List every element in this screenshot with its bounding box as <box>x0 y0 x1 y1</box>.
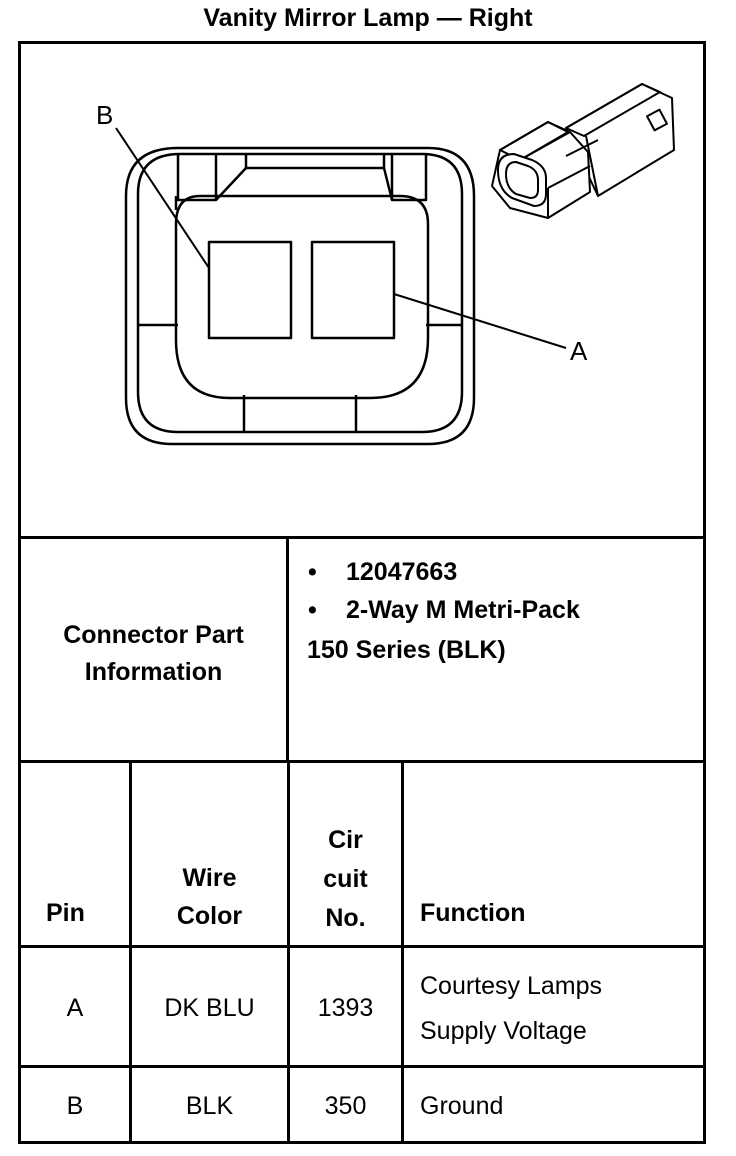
callout-label-a: A <box>570 336 588 366</box>
bullet-part-number: • <box>308 558 317 586</box>
frame-left-line <box>18 41 21 1144</box>
bullet-description: • <box>308 596 317 624</box>
header-wire-color: Wire Color <box>132 859 287 935</box>
part-number: 12047663 <box>346 558 458 586</box>
page-title: Vanity Mirror Lamp — Right <box>203 4 533 32</box>
header-circuit-line1: Cir <box>328 826 363 854</box>
connector-info-label: Connector Part Information <box>21 617 286 691</box>
divider-diagram-bottom <box>18 536 706 539</box>
connector-info-label-line2: Information <box>84 658 223 686</box>
divider-col-3 <box>401 760 404 1144</box>
callout-line-b <box>115 127 210 269</box>
terminal-b <box>207 240 293 340</box>
connector-face-diagram: B A <box>96 83 675 446</box>
frame-bottom-line <box>18 1141 706 1144</box>
callout-line-a <box>393 293 567 349</box>
row-a-function-line1: Courtesy Lamps <box>420 972 603 1000</box>
connector-cavity <box>174 194 430 400</box>
divider-col-1 <box>129 760 132 1144</box>
header-wire-color-line1: Wire <box>182 864 237 892</box>
connector-side-view <box>491 83 675 219</box>
frame-right-line <box>703 41 706 1144</box>
connector-description-line1: 2-Way M Metri-Pack <box>346 596 580 624</box>
row-a-pin: A <box>66 994 84 1022</box>
connector-info-label-line1: Connector Part <box>63 621 244 649</box>
header-wire-color-line2: Color <box>176 902 243 930</box>
divider-header-bottom <box>18 945 706 948</box>
header-function: Function <box>420 899 526 927</box>
divider-row-a-bottom <box>18 1065 706 1068</box>
header-circuit-line2: cuit <box>323 865 368 893</box>
connector-outer-housing <box>124 146 476 446</box>
row-a-circuit: 1393 <box>317 994 374 1022</box>
frame-top-line <box>18 41 706 44</box>
divider-connector-info <box>286 536 289 762</box>
row-b-circuit: 350 <box>324 1092 367 1120</box>
callout-label-b: B <box>96 100 113 130</box>
header-circuit-number: Cir cuit No. <box>290 821 401 938</box>
row-b-pin: B <box>66 1092 84 1120</box>
connector-inner-rim <box>136 152 464 434</box>
connector-description-line2: 150 Series (BLK) <box>307 636 506 664</box>
row-a-function-line2: Supply Voltage <box>420 1017 587 1045</box>
header-pin: Pin <box>46 899 85 927</box>
header-circuit-line3: No. <box>325 904 366 932</box>
row-b-function: Ground <box>420 1092 504 1120</box>
row-a-wire-color: DK BLU <box>164 994 255 1022</box>
divider-header-top <box>18 760 706 763</box>
row-b-wire-color: BLK <box>185 1092 234 1120</box>
terminal-a <box>310 240 396 340</box>
divider-col-2 <box>287 760 290 1144</box>
